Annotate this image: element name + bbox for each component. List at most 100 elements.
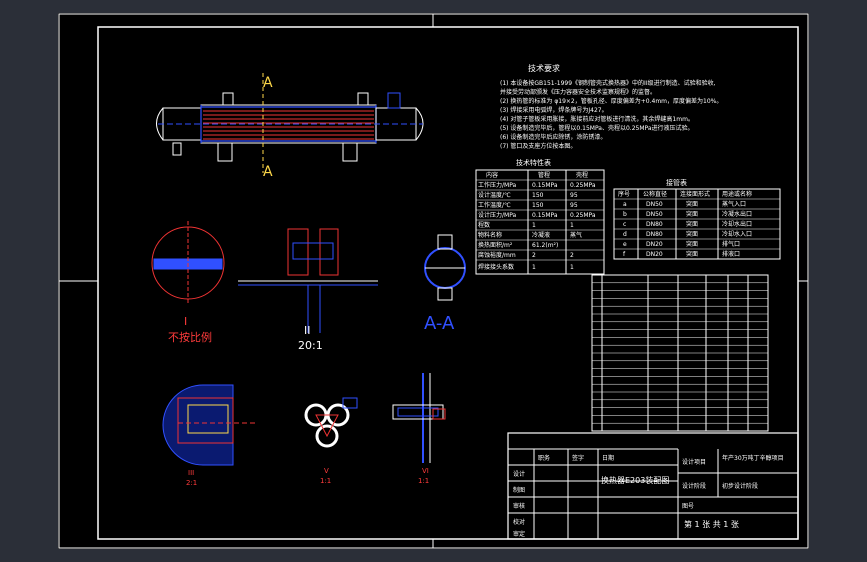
- svg-text:1: 1: [570, 264, 574, 271]
- svg-text:突面: 突面: [686, 210, 698, 218]
- svg-text:工作温度/℃: 工作温度/℃: [478, 201, 511, 209]
- svg-text:f: f: [623, 251, 626, 258]
- svg-text:接管表: 接管表: [666, 178, 687, 187]
- svg-text:用途或名称: 用途或名称: [722, 190, 752, 198]
- svg-text:职务: 职务: [538, 454, 550, 462]
- svg-text:突面: 突面: [686, 200, 698, 208]
- tech-req-title: 技术要求: [528, 63, 560, 73]
- parts-list: [591, 274, 769, 432]
- svg-text:突面: 突面: [686, 230, 698, 238]
- svg-text:管程: 管程: [538, 171, 550, 179]
- detail-iii-scale: 2:1: [186, 479, 197, 487]
- svg-text:95: 95: [570, 202, 578, 209]
- svg-text:蒸气入口: 蒸气入口: [722, 200, 746, 208]
- svg-text:DN50: DN50: [646, 211, 663, 218]
- svg-text:排液口: 排液口: [722, 250, 740, 258]
- svg-text:初步设计阶段: 初步设计阶段: [722, 482, 758, 490]
- detail-v: V 1:1: [304, 397, 358, 485]
- detail-v-label: V: [324, 467, 329, 475]
- detail-iii-label: III: [188, 469, 194, 477]
- svg-text:(1) 本设备按GB151-1999《钢制管壳式换热器》中的: (1) 本设备按GB151-1999《钢制管壳式换热器》中的II级进行制造、试验…: [500, 79, 716, 87]
- svg-text:(7) 管口及支座方位按本图。: (7) 管口及支座方位按本图。: [500, 142, 576, 150]
- svg-text:公称直径: 公称直径: [643, 190, 667, 198]
- svg-text:2: 2: [570, 252, 574, 259]
- svg-text:冷却水出口: 冷却水出口: [722, 220, 752, 228]
- svg-text:DN80: DN80: [646, 221, 663, 228]
- svg-text:技术特性表: 技术特性表: [516, 158, 551, 167]
- svg-text:e: e: [623, 241, 627, 248]
- svg-text:DN20: DN20: [646, 251, 663, 258]
- svg-text:(4) 对管子管板采用胀接，胀接前应对管板进行清洗，其余焊缝: (4) 对管子管板采用胀接，胀接前应对管板进行清洗，其余焊缝高1mm。: [500, 115, 694, 123]
- detail-vi: VI 1:1: [392, 373, 446, 485]
- svg-text:日期: 日期: [602, 454, 614, 462]
- svg-text:工作压力/MPa: 工作压力/MPa: [478, 181, 517, 189]
- svg-text:(5) 设备制造完毕后，管程以0.15MPa、壳程以0.25: (5) 设备制造完毕后，管程以0.15MPa、壳程以0.25MPa进行液压试验。: [500, 124, 694, 132]
- svg-text:壳程: 壳程: [576, 171, 588, 179]
- svg-text:0.25MPa: 0.25MPa: [570, 182, 596, 189]
- svg-text:序号: 序号: [618, 190, 630, 198]
- svg-text:突面: 突面: [686, 240, 698, 248]
- svg-text:2: 2: [532, 252, 536, 259]
- svg-text:1: 1: [532, 222, 536, 229]
- svg-text:焊接接头系数: 焊接接头系数: [478, 263, 514, 271]
- detail-i: I 不按比例: [151, 221, 225, 344]
- svg-text:排气口: 排气口: [722, 240, 740, 248]
- svg-text:设计压力/MPa: 设计压力/MPa: [478, 211, 517, 219]
- detail-vi-label: VI: [422, 467, 429, 475]
- detail-v-scale: 1:1: [320, 477, 331, 485]
- drawing-name: 换热器E203装配图: [601, 475, 669, 485]
- svg-text:年产30万吨丁辛醇项目: 年产30万吨丁辛醇项目: [722, 454, 784, 462]
- svg-text:1: 1: [532, 264, 536, 271]
- title-block: 职务 签字 日期 设计 制图 审核 校对 审定 换热器E203装配图 设计项目 …: [507, 432, 799, 540]
- exchanger-front-view: A A: [156, 73, 424, 180]
- svg-text:0.25MPa: 0.25MPa: [570, 212, 596, 219]
- detail-i-label: I: [184, 315, 187, 328]
- svg-text:腐蚀裕度/mm: 腐蚀裕度/mm: [478, 251, 516, 259]
- svg-text:制图: 制图: [513, 486, 525, 494]
- drawing-canvas[interactable]: A A I 不按比例 II 20:1: [58, 13, 809, 549]
- svg-text:d: d: [623, 231, 627, 238]
- svg-text:审定: 审定: [513, 530, 525, 538]
- svg-text:程数: 程数: [478, 221, 490, 229]
- svg-text:设计项目: 设计项目: [682, 458, 706, 466]
- assembly-drawing: A A I 不按比例 II 20:1: [58, 13, 809, 549]
- outer-border: [58, 13, 809, 549]
- svg-text:(6) 设备制造完毕后应除锈，涂防锈漆。: (6) 设备制造完毕后应除锈，涂防锈漆。: [500, 133, 606, 141]
- detail-ii-label: II: [304, 324, 311, 337]
- svg-text:0.15MPa: 0.15MPa: [532, 182, 558, 189]
- svg-text:审核: 审核: [513, 502, 525, 510]
- svg-text:并接受劳动部颁发《压力容器安全技术监察规程》的监督。: 并接受劳动部颁发《压力容器安全技术监察规程》的监督。: [500, 88, 656, 96]
- svg-text:蒸气: 蒸气: [570, 231, 582, 239]
- svg-text:61.2(m²): 61.2(m²): [532, 242, 558, 249]
- section-aa-label: A-A: [424, 313, 455, 334]
- svg-text:图号: 图号: [682, 503, 694, 510]
- svg-text:校对: 校对: [513, 518, 525, 526]
- svg-text:冷却水入口: 冷却水入口: [722, 230, 752, 238]
- section-label-bottom: A: [263, 164, 273, 180]
- svg-text:1: 1: [570, 222, 574, 229]
- svg-text:0.15MPa: 0.15MPa: [532, 212, 558, 219]
- svg-text:冷凝水出口: 冷凝水出口: [722, 210, 752, 218]
- svg-text:a: a: [623, 201, 627, 208]
- svg-text:冷凝液: 冷凝液: [532, 231, 550, 239]
- svg-text:物料名称: 物料名称: [478, 231, 502, 239]
- section-aa: A-A: [424, 234, 466, 334]
- detail-ii: II 20:1: [238, 228, 378, 352]
- svg-text:c: c: [623, 221, 626, 228]
- detail-ii-scale: 20:1: [298, 339, 323, 352]
- svg-text:DN20: DN20: [646, 241, 663, 248]
- svg-text:设计: 设计: [513, 470, 525, 478]
- svg-text:(2) 换热管的标准为 φ19×2，管板孔径、厚度偏差为+0: (2) 换热管的标准为 φ19×2，管板孔径、厚度偏差为+0.4mm，厚度偏差为…: [500, 97, 722, 105]
- svg-text:设计温度/℃: 设计温度/℃: [478, 191, 511, 199]
- sheet-text: 第 1 张 共 1 张: [684, 519, 739, 529]
- svg-text:(3) 焊接采用电弧焊，焊条牌号为J427。: (3) 焊接采用电弧焊，焊条牌号为J427。: [500, 106, 608, 114]
- svg-text:b: b: [623, 211, 627, 218]
- detail-i-note: 不按比例: [168, 330, 212, 344]
- svg-text:95: 95: [570, 192, 578, 199]
- svg-text:DN80: DN80: [646, 231, 663, 238]
- inner-border: [97, 26, 799, 540]
- tech-requirements: 技术要求 (1) 本设备按GB151-1999《钢制管壳式换热器》中的II级进行…: [500, 63, 722, 150]
